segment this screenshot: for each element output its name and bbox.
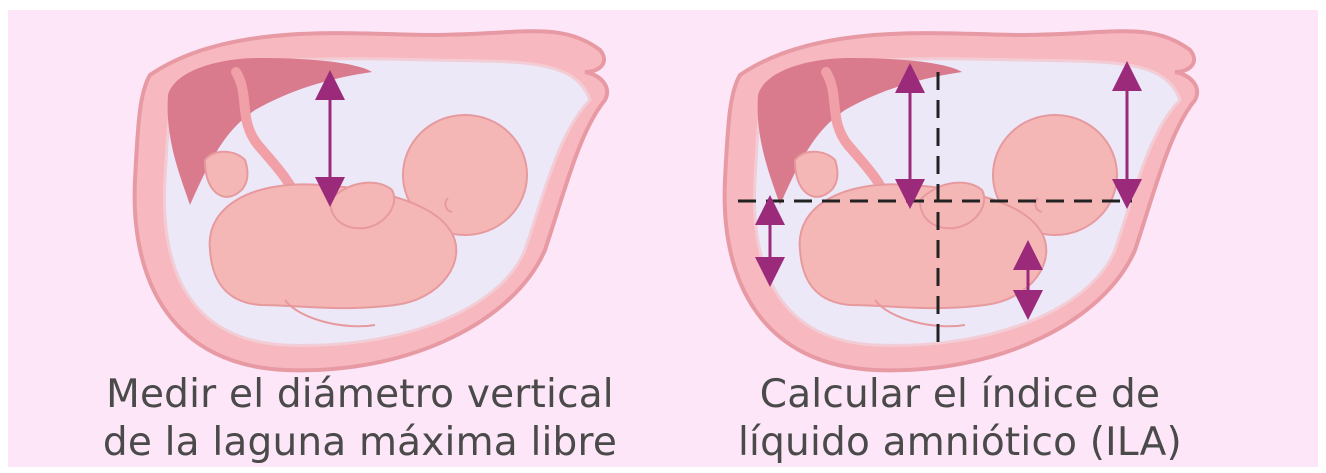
left-uterus-diagram [135,31,607,370]
right-caption-line-2: líquido amniótico (ILA) [700,419,1220,467]
right-uterus-diagram [725,31,1197,370]
right-caption-line-1: Calcular el índice de [700,371,1220,419]
right-caption: Calcular el índice de líquido amniótico … [700,371,1220,467]
left-caption-line-1: Medir el diámetro vertical [100,371,620,419]
left-caption-line-2: de la laguna máxima libre [100,419,620,467]
left-caption: Medir el diámetro vertical de la laguna … [100,371,620,467]
